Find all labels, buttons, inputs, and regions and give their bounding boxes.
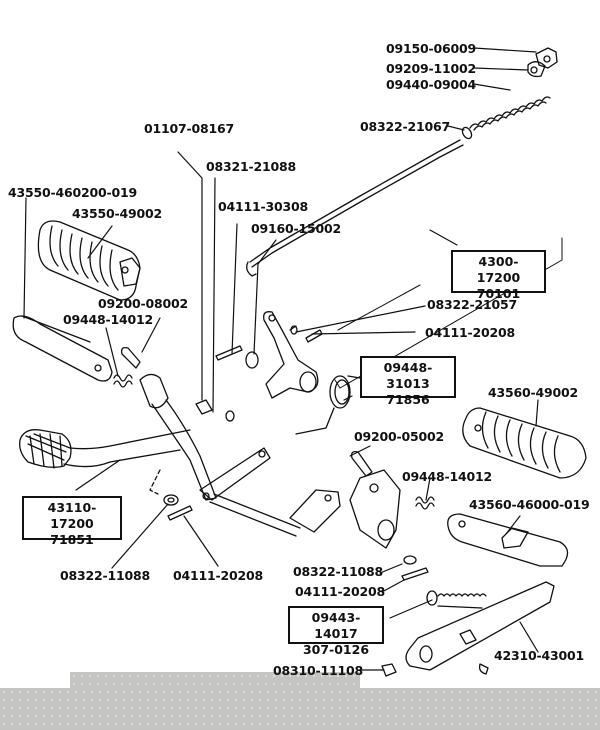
part-label: 43560-49002 [488,385,578,400]
part-label: 08322-11088 [60,568,150,583]
part-label: 09160-15002 [251,221,341,236]
brake-pedal [19,429,191,495]
rod-washer [461,126,473,140]
part-label: 08321-21088 [206,159,296,174]
cross-shaft [199,447,341,537]
part-number: 4300-17200 [476,254,521,285]
part-number: 43110-17200 [47,500,97,531]
spring-left [113,374,133,388]
right-footpeg-rubber [462,407,587,479]
brake-rod [246,139,464,277]
part-label: 09209-11002 [386,61,476,76]
part-alt-number: 71856 [386,392,430,407]
part-label: 04111-30308 [218,199,308,214]
washer-left-bottom [163,494,193,521]
part-label: 08322-21067 [360,119,450,134]
right-footpeg-bracket [447,513,569,567]
rod-joint [527,61,546,78]
part-label: 04111-20208 [425,325,515,340]
part-alt-number: 71851 [50,532,94,547]
brake-lever-upper [263,311,319,399]
part-number: 09443-14017 [311,610,361,641]
part-label-boxed: 09448-31013 71856 [360,356,456,407]
part-label: 09200-05002 [354,429,444,444]
part-label: 09200-08002 [98,296,188,311]
right-lever-assembly [349,450,401,549]
part-alt-number: 70101 [476,286,521,301]
left-footpeg-rubber [37,220,141,301]
side-stand-bolt [381,663,489,677]
part-label-boxed: 4300-17200 70101 [451,250,546,301]
return-spring-rod [469,96,551,131]
part-label: 43550-49002 [72,206,162,221]
leader-lines [23,47,539,671]
part-label: 42310-43001 [494,648,584,663]
part-label: 43560-46000-019 [469,497,590,512]
part-label-boxed: 43110-17200 71851 [22,496,122,547]
part-label-boxed: 09443-14017 307-0126 [288,606,384,657]
part-alt-number: 307-0126 [302,642,370,657]
pin-left [120,346,141,369]
part-label: 04111-20208 [173,568,263,583]
footer-notch [70,672,360,690]
adjuster-nut [535,47,558,69]
part-label: 09150-06009 [386,41,476,56]
part-label: 08322-11088 [293,564,383,579]
part-label: 09448-14012 [402,469,492,484]
part-label: 04111-20208 [295,584,385,599]
left-footpeg-bracket [12,315,113,382]
part-label: 08310-11108 [273,663,363,678]
part-label: 09448-14012 [63,312,153,327]
footer-band [0,688,600,730]
part-label: 43550-460200-019 [8,185,137,200]
small-parts-right [401,496,435,581]
part-label: 01107-08167 [144,121,234,136]
part-label: 09440-09004 [386,77,476,92]
return-spring-torsion [295,375,361,435]
side-stand-spring [426,590,487,609]
part-number: 09448-31013 [383,360,433,391]
side-stand [405,581,555,671]
part-label: 08322-21057 [427,297,517,312]
